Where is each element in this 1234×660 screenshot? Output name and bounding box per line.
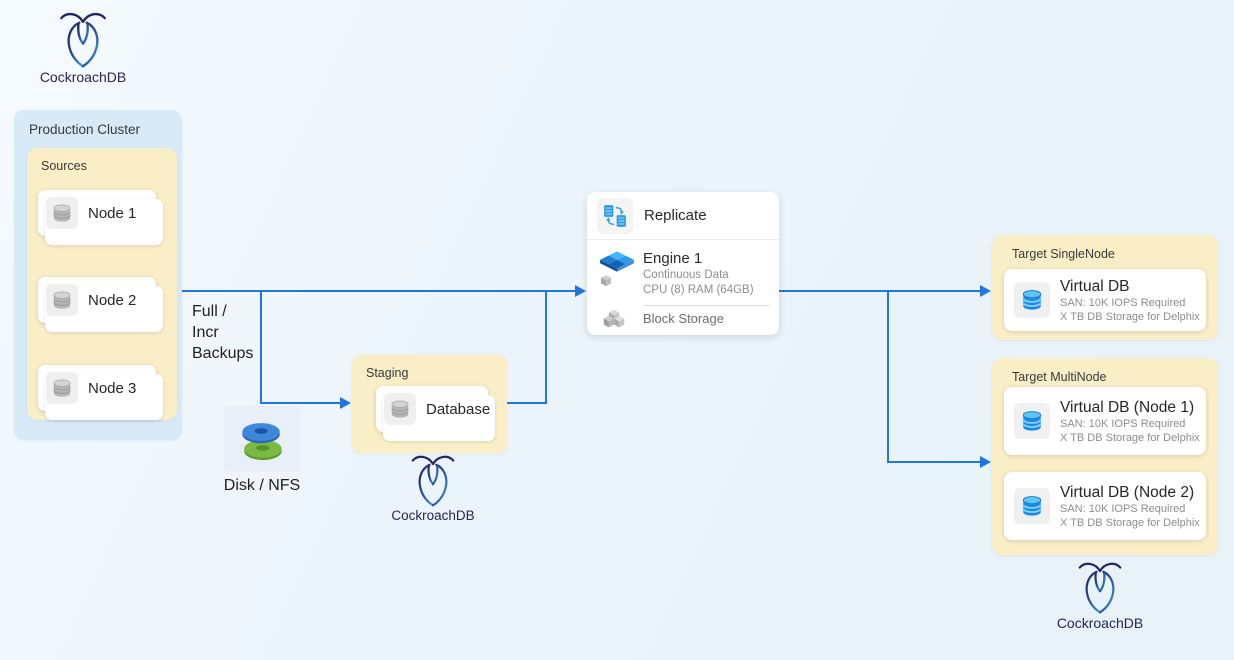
virtual-db-card: Virtual DB (Node 1) SAN: 10K IOPS Requir… <box>1004 387 1206 455</box>
block-storage-label: Block Storage <box>643 311 724 326</box>
cockroachdb-label: CockroachDB <box>391 508 474 523</box>
stacked-disks-icon <box>232 412 292 466</box>
node-card: Node 2 <box>38 277 156 323</box>
node-card: Node 1 <box>38 190 156 236</box>
divider <box>643 305 769 306</box>
target-multinode-group: Target MultiNode Virtual DB (Node 1) SAN… <box>992 358 1218 555</box>
target-multinode-title: Target MultiNode <box>992 358 1218 384</box>
disk-nfs-node <box>224 406 300 472</box>
virtual-db-subtitle: SAN: 10K IOPS Required <box>1060 417 1200 431</box>
cockroachdb-icon <box>57 10 109 68</box>
target-singlenode-title: Target SingleNode <box>992 235 1218 261</box>
virtual-db-title: Virtual DB (Node 2) <box>1060 483 1200 502</box>
production-cluster-title: Production Cluster <box>14 110 182 137</box>
database-icon <box>384 393 416 425</box>
production-cluster-group: Production Cluster Sources Node 1 Node 2… <box>14 110 182 440</box>
virtual-db-subtitle: X TB DB Storage for Delphix <box>1060 310 1200 324</box>
block-storage-cubes-icon <box>599 309 629 334</box>
backups-line: Backups <box>192 343 253 364</box>
replicate-header: Replicate <box>587 192 779 240</box>
engine-subtitle: CPU (8) RAM (64GB) <box>643 283 754 298</box>
sources-group: Sources Node 1 Node 2 Node 3 <box>27 148 177 420</box>
cockroachdb-logo-bottom-right: CockroachDB <box>1040 560 1160 631</box>
sources-title: Sources <box>27 148 177 173</box>
backups-line: Incr <box>192 322 253 343</box>
engine-text-block: Engine 1 Continuous Data CPU (8) RAM (64… <box>643 249 754 298</box>
database-icon <box>46 372 78 404</box>
virtual-db-subtitle: SAN: 10K IOPS Required <box>1060 502 1200 516</box>
node-label: Node 3 <box>88 380 136 397</box>
node-card: Node 3 <box>38 365 156 411</box>
cockroachdb-label: CockroachDB <box>1057 615 1143 631</box>
database-icon <box>46 197 78 229</box>
cockroachdb-logo-top-left: CockroachDB <box>20 10 146 85</box>
engine-cluster-icon <box>595 250 639 290</box>
virtual-db-subtitle: X TB DB Storage for Delphix <box>1060 516 1200 530</box>
virtual-db-subtitle: SAN: 10K IOPS Required <box>1060 296 1200 310</box>
virtual-db-card: Virtual DB (Node 2) SAN: 10K IOPS Requir… <box>1004 472 1206 540</box>
cockroachdb-icon <box>1076 560 1124 614</box>
cockroachdb-logo-staging: CockroachDB <box>373 453 493 523</box>
engine-subtitle: Continuous Data <box>643 268 754 283</box>
node-label: Node 2 <box>88 292 136 309</box>
database-icon <box>46 284 78 316</box>
replication-engine-card: Replicate Engine 1 Continuous Data CPU (… <box>587 192 779 335</box>
staging-group: Staging Database <box>352 355 507 453</box>
replicate-sync-icon <box>597 198 633 234</box>
backups-line: Full / <box>192 301 253 322</box>
staging-database-card: Database <box>376 386 488 432</box>
cockroachdb-label: CockroachDB <box>40 69 126 85</box>
replicate-label: Replicate <box>644 207 707 224</box>
target-singlenode-group: Target SingleNode Virtual DB SAN: 10K IO… <box>992 235 1218 340</box>
cockroachdb-icon <box>409 453 457 507</box>
virtual-db-title: Virtual DB (Node 1) <box>1060 398 1200 417</box>
virtual-db-icon <box>1014 488 1050 524</box>
engine-title: Engine 1 <box>643 249 754 268</box>
disk-nfs-label: Disk / NFS <box>194 477 330 495</box>
node-label: Node 1 <box>88 205 136 222</box>
virtual-db-icon <box>1014 282 1050 318</box>
virtual-db-title: Virtual DB <box>1060 277 1200 296</box>
virtual-db-subtitle: X TB DB Storage for Delphix <box>1060 431 1200 445</box>
virtual-db-icon <box>1014 403 1050 439</box>
staging-title: Staging <box>352 355 507 380</box>
virtual-db-card: Virtual DB SAN: 10K IOPS Required X TB D… <box>1004 269 1206 331</box>
staging-database-label: Database <box>426 401 490 418</box>
backups-annotation: Full / Incr Backups <box>192 301 253 364</box>
